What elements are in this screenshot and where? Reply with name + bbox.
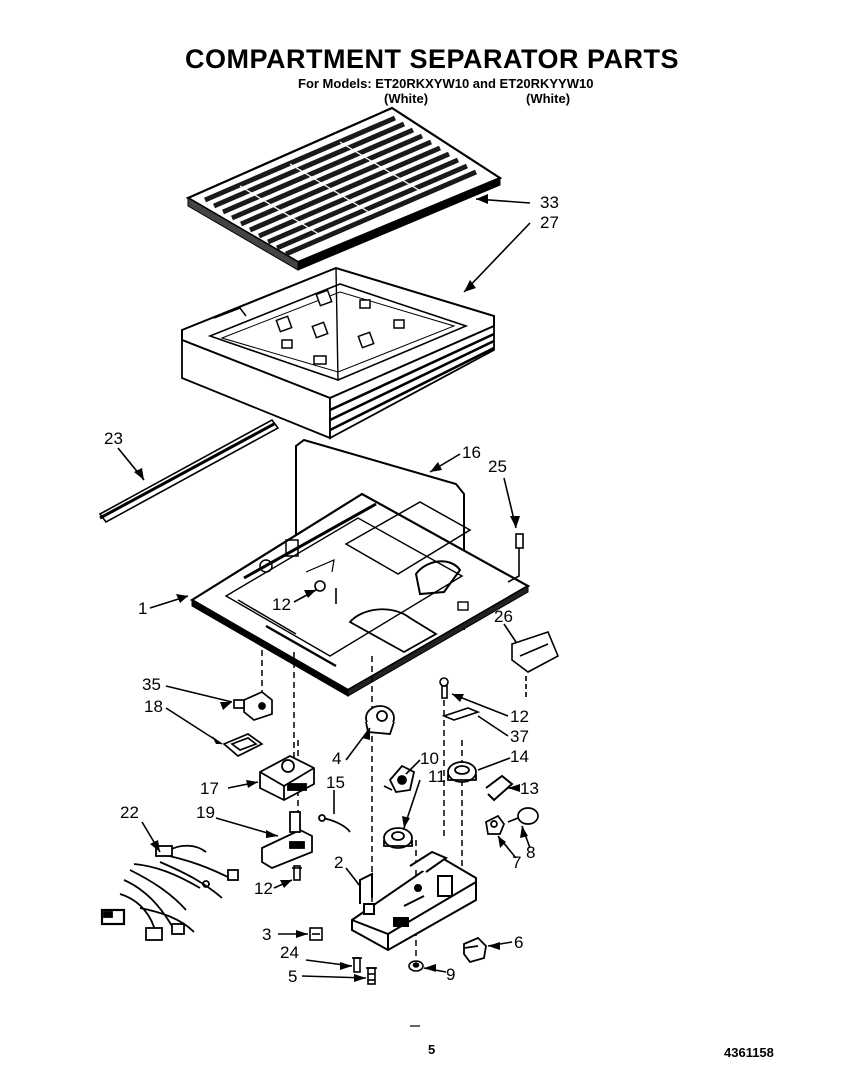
callout-16: 16 [462, 443, 481, 462]
callout-22: 22 [120, 803, 139, 822]
model-2-color: (White) [526, 91, 571, 106]
callout-15: 15 [326, 773, 345, 792]
callout-25: 25 [488, 457, 507, 476]
screw-12c-part [292, 865, 302, 881]
callout-12-panel: 12 [272, 595, 291, 614]
callout-23: 23 [104, 429, 123, 448]
callout-3: 3 [262, 925, 271, 944]
callout-14: 14 [510, 747, 529, 766]
model-1-color: (White) [384, 91, 429, 106]
callout-27: 27 [540, 213, 559, 232]
bracket-19-part [261, 811, 313, 870]
callout-35: 35 [142, 675, 161, 694]
knob-14-part [447, 761, 477, 783]
grommet-9-part [408, 960, 424, 972]
callout-9: 9 [446, 965, 455, 984]
callout-1: 1 [138, 599, 147, 618]
clip-13-part [485, 774, 514, 802]
callout-33: 33 [540, 193, 559, 212]
clip-3-part [309, 927, 323, 941]
cover-26-part [511, 631, 560, 700]
plate-18-part [222, 733, 264, 758]
base-bracket-2-part [351, 850, 477, 952]
callout-5: 5 [288, 967, 297, 986]
callout-26: 26 [494, 607, 513, 626]
document-number: 4361158 [724, 1045, 774, 1060]
model-numbers: For Models: ET20RKXYW10 and ET20RKYYW10 [298, 76, 594, 91]
callout-12-right: 12 [510, 707, 529, 726]
callout-18: 18 [144, 697, 163, 716]
screw-12a-part [314, 580, 337, 604]
callout-12-bracket: 12 [254, 879, 273, 898]
cap-11-part [383, 827, 413, 849]
screw-25-part [507, 533, 524, 583]
strip-part [98, 418, 280, 524]
separator-panel-part [189, 492, 531, 697]
socket-7-part [485, 814, 505, 835]
page-title: COMPARTMENT SEPARATOR PARTS [184, 44, 679, 74]
grille-top-part [185, 106, 503, 271]
callout-11: 11 [428, 767, 446, 786]
callout-2: 2 [334, 853, 343, 872]
callout-37: 37 [510, 727, 529, 746]
callout-10: 10 [420, 749, 439, 768]
knob-4-part [365, 705, 395, 735]
housing-17-part [259, 754, 315, 802]
callout-24: 24 [280, 943, 299, 962]
callout-8: 8 [526, 843, 535, 862]
callout-labels: 33 27 23 16 25 1 12 26 35 18 12 37 4 10 … [104, 193, 559, 986]
callout-4: 4 [332, 749, 341, 768]
plug-6-part [463, 936, 487, 964]
connector-35-part [233, 691, 273, 721]
callout-19: 19 [196, 803, 215, 822]
screw-12b-part [439, 677, 449, 699]
callout-13: 13 [520, 779, 539, 798]
wire-15-part [318, 814, 351, 833]
frame-tray-part [181, 266, 495, 440]
leader-arrowheads [134, 194, 528, 982]
callout-6: 6 [514, 933, 523, 952]
screw-5-part [366, 967, 377, 985]
page-number: 5 [428, 1042, 436, 1057]
gasket-37-part [441, 707, 481, 721]
screw-24-part [352, 957, 362, 973]
wiring-harness-22-part [100, 844, 239, 941]
bulb-8-part [507, 807, 539, 825]
callout-17: 17 [200, 779, 219, 798]
heater-wire-part [295, 438, 465, 630]
callout-7: 7 [512, 853, 521, 872]
